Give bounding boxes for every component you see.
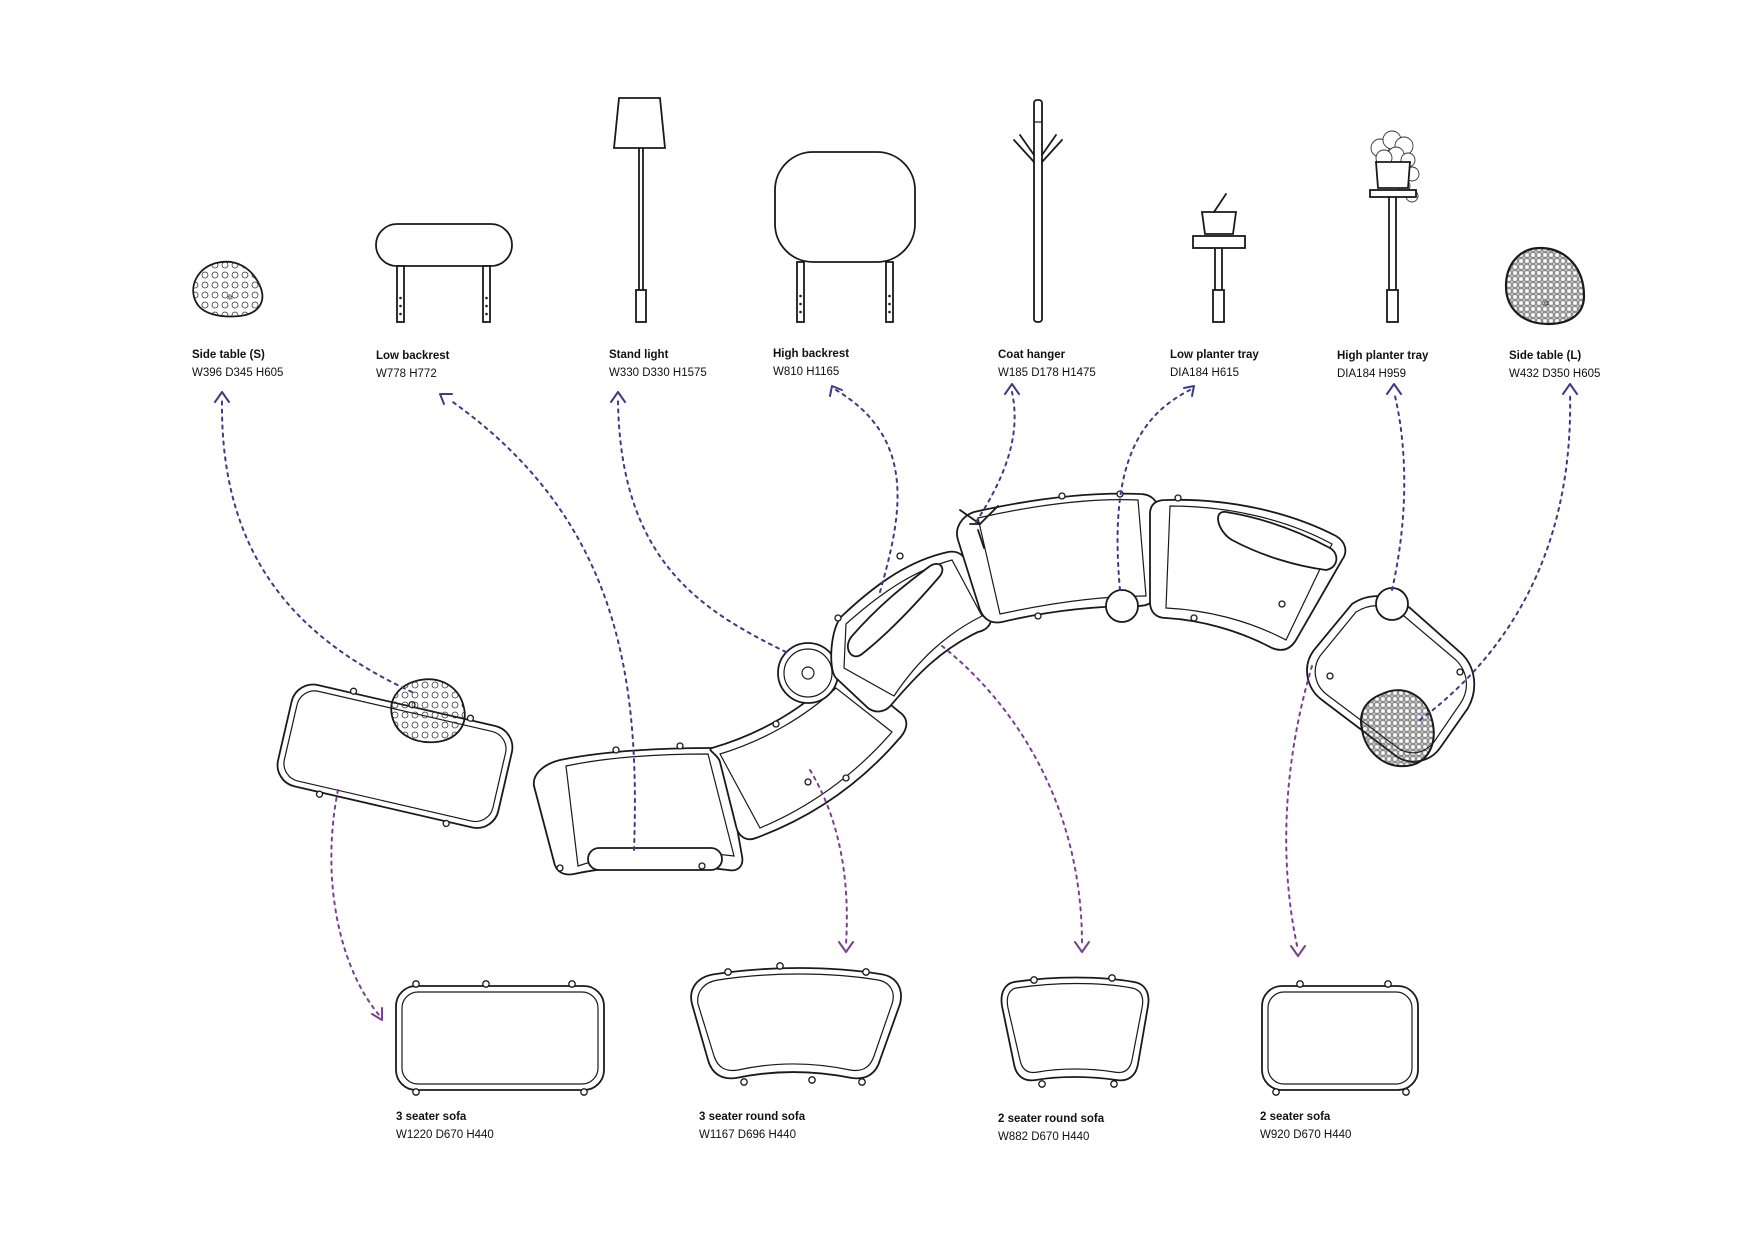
sofa-label-two-seater-round: 2 seater round sofa W882 D670 H440 [998,1113,1105,1143]
label-dims: W778 H772 [376,368,437,380]
arrow-two-seater-sofa [1285,665,1313,957]
sofa-label-three-seater: 3 seater sofa W1220 D670 H440 [396,1111,494,1141]
assembly-round-sofa-top-right [1149,494,1347,651]
high-backrest-placed-icon [847,563,944,658]
arrow-two-seater-round-sofa [941,645,1090,953]
arrow-low-planter-tray [1116,385,1195,591]
assembly-three-seater-sofa [276,678,514,829]
label-dims: W1220 D670 H440 [396,1129,494,1141]
coat-hanger-icon [1013,99,1063,323]
label-dims: W1167 D696 H440 [699,1129,796,1141]
low-planter-tray-icon [1192,193,1246,323]
label-dims: W396 D345 H605 [192,367,283,379]
svg-text:✲: ✲ [227,293,234,302]
label-name: Low backrest [376,350,450,362]
label-name: 3 seater sofa [396,1111,467,1123]
side-table-l-placed-icon [1360,689,1435,768]
arrow-coat-hanger [975,383,1020,523]
label-name: High backrest [773,348,849,360]
stand-light-icon [613,97,666,323]
two-seater-sofa-icon [1261,980,1419,1096]
stand-light-placed-icon [777,642,839,704]
three-seater-sofa-icon [395,980,605,1096]
two-seater-round-sofa-icon [1000,974,1150,1088]
arrow-three-seater-sofa [330,789,383,1021]
label-name: Side table (S) [192,349,265,361]
accessory-label-high-planter-tray: High planter tray DIA184 H959 [1337,350,1429,380]
label-name: Side table (L) [1509,350,1581,362]
assembly-round-sofa-left [532,742,744,876]
label-dims: W432 D350 H605 [1509,368,1600,380]
label-name: Stand light [609,349,669,361]
assembly-round-sofa-highbackrest [830,550,993,713]
label-name: Coat hanger [998,349,1066,361]
high-planter-tray-icon [1369,130,1420,323]
high-planter-tray-placed-icon [1375,587,1409,621]
label-dims: W810 H1165 [773,366,839,378]
sofa-label-three-seater-round: 3 seater round sofa W1167 D696 H440 [699,1111,806,1141]
label-dims: DIA184 H615 [1170,367,1239,379]
accessory-label-low-backrest: Low backrest W778 H772 [376,350,450,380]
accessory-label-high-backrest: High backrest W810 H1165 [773,348,849,378]
accessory-label-coat-hanger: Coat hanger W185 D178 H1475 [998,349,1096,379]
high-backrest-icon [774,151,916,323]
label-dims: W330 D330 H1575 [609,367,707,379]
arrow-side-table-s [214,391,413,693]
label-dims: DIA184 H959 [1337,368,1406,380]
low-backrest-icon [375,223,513,323]
arrow-low-backrest [439,393,636,851]
assembly-round-sofa-top-center [956,490,1159,624]
accessory-label-low-planter-tray: Low planter tray DIA184 H615 [1170,349,1259,379]
label-dims: W882 D670 H440 [998,1131,1089,1143]
assembly-two-seater-sofa-right [1306,587,1476,768]
label-dims: W920 D670 H440 [1260,1129,1351,1141]
accessory-label-stand-light: Stand light W330 D330 H1575 [609,349,707,379]
side-table-s-icon: ✲ [192,260,264,318]
label-name: High planter tray [1337,350,1429,362]
low-planter-tray-placed-icon [1105,589,1139,623]
accessory-label-side-table-s: Side table (S) W396 D345 H605 [192,349,283,379]
arrow-stand-light [610,391,787,653]
three-seater-round-sofa-icon [690,962,902,1086]
arrow-high-planter-tray [1386,383,1406,591]
low-backrest-placed-2-icon [1217,511,1338,571]
label-name: Low planter tray [1170,349,1259,361]
label-dims: W185 D178 H1475 [998,367,1096,379]
label-name: 2 seater sofa [1260,1111,1331,1123]
arrow-three-seater-round-sofa [809,769,854,953]
side-table-s-placed-icon [390,678,466,744]
accessory-label-side-table-l: Side table (L) W432 D350 H605 [1509,350,1600,380]
sofa-label-two-seater: 2 seater sofa W920 D670 H440 [1260,1111,1351,1141]
label-name: 2 seater round sofa [998,1113,1105,1125]
arrow-high-backrest [829,385,899,593]
svg-text:✲: ✲ [1543,299,1550,308]
arrow-side-table-l [1419,383,1578,721]
low-backrest-placed-icon [587,847,723,871]
side-table-l-icon: ✲ [1504,246,1586,326]
label-name: 3 seater round sofa [699,1111,806,1123]
